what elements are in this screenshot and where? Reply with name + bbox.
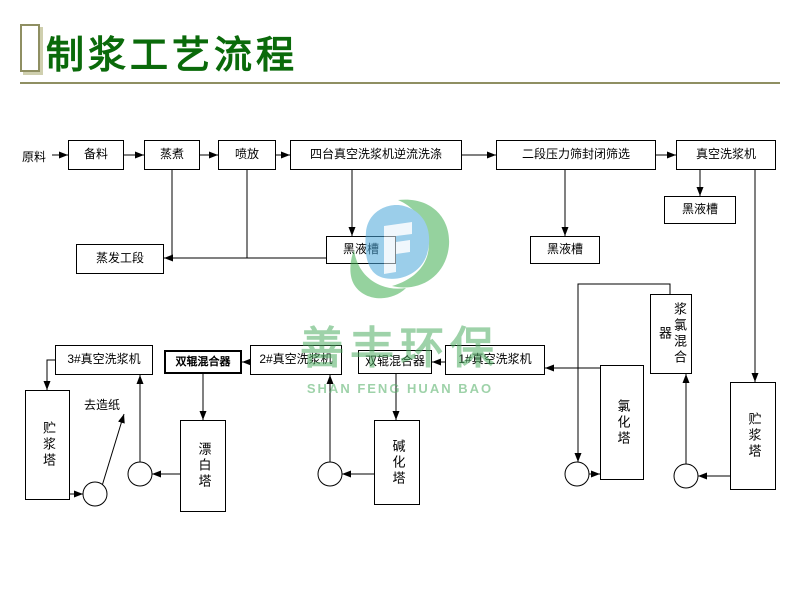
connector xyxy=(574,283,671,462)
flow-node-washer-1: 1#真空洗浆机 xyxy=(445,345,545,375)
flow-label-quzaozhi: 去造纸 xyxy=(84,398,121,412)
pump-circle xyxy=(673,463,699,489)
flow-node-washer-2: 2#真空洗浆机 xyxy=(250,345,342,375)
flow-node-jianhua-ta: 碱化塔 xyxy=(374,420,420,505)
flow-node-zhenkong-xijiangji: 真空洗浆机 xyxy=(676,140,776,170)
title-underline xyxy=(20,82,780,84)
flow-node-heiyecao-right: 黑液槽 xyxy=(664,196,736,224)
pump-circle xyxy=(82,481,108,507)
flow-node-jianglv-mixer: 浆氯混合器 xyxy=(650,294,692,374)
title-decor-square xyxy=(20,24,40,72)
flow-node-zhengfa: 蒸发工段 xyxy=(76,244,164,274)
pump-circle xyxy=(127,461,153,487)
pump-circle xyxy=(317,461,343,487)
flow-node-sitai-xidi: 四台真空洗浆机逆流洗涤 xyxy=(290,140,462,170)
flow-node-lvhua-ta: 氯化塔 xyxy=(600,365,644,480)
flow-label-yuanliao: 原料 xyxy=(22,150,47,164)
flow-node-zhengzhu: 蒸煮 xyxy=(144,140,200,170)
flow-node-heiyecao-mid: 黑液槽 xyxy=(326,236,396,264)
connector xyxy=(101,413,125,487)
flow-node-heiyecao-rmid: 黑液槽 xyxy=(530,236,600,264)
flow-node-mixer-right: 双辊混合器 xyxy=(358,350,432,374)
page-title: 制浆工艺流程 xyxy=(46,35,299,77)
flow-node-beiliao: 备料 xyxy=(68,140,124,170)
flow-node-zhujiang-left: 贮浆塔 xyxy=(25,390,70,500)
flow-node-washer-3: 3#真空洗浆机 xyxy=(55,345,153,375)
connector xyxy=(43,359,55,390)
flow-node-penfang: 喷放 xyxy=(218,140,276,170)
flow-node-piaobai-ta: 漂白塔 xyxy=(180,420,226,512)
flow-node-zhujiang-right: 贮浆塔 xyxy=(730,382,776,490)
pump-circle xyxy=(564,461,590,487)
flow-node-mixer-left: 双辊混合器 xyxy=(164,350,242,374)
flow-node-erduan-shaixuan: 二段压力筛封闭筛选 xyxy=(496,140,656,170)
